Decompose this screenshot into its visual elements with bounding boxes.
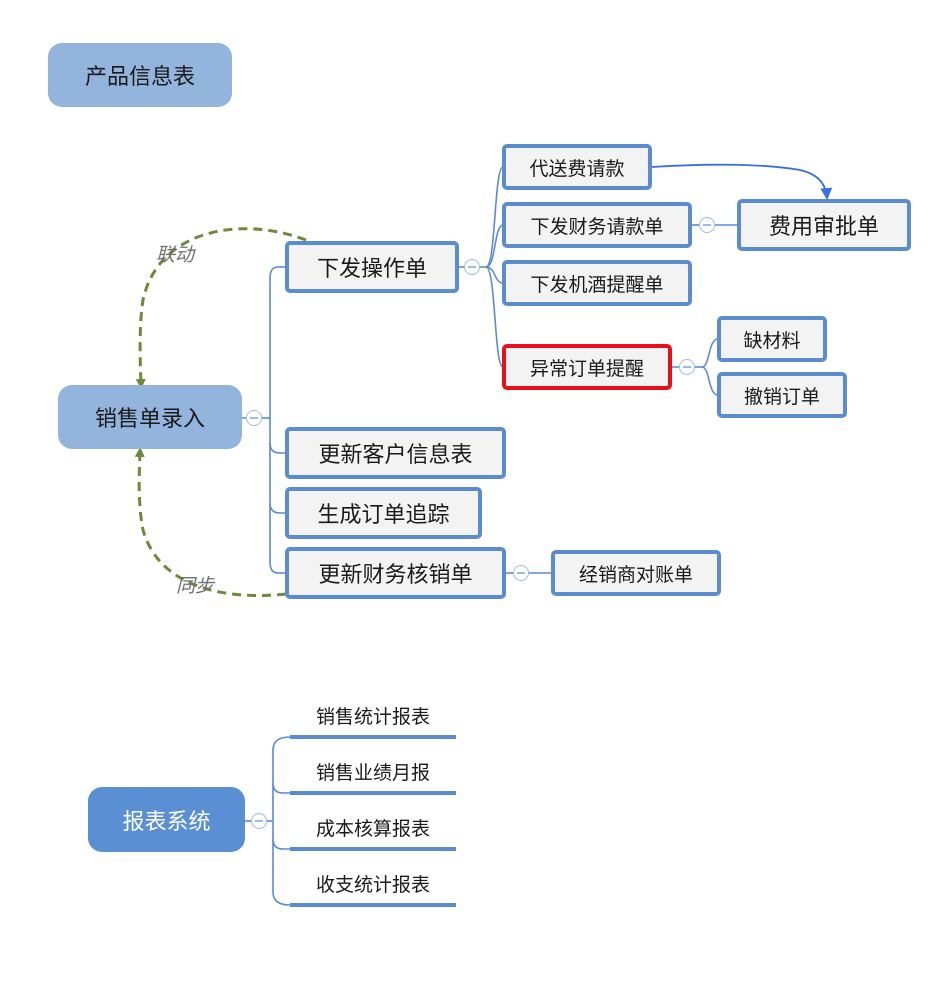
dispatch-order-node[interactable]: 下发操作单 — [285, 241, 459, 293]
report-income-underline — [290, 903, 456, 907]
report-sales-stats-underline — [290, 735, 456, 739]
abnormal-order-node[interactable]: 异常订单提醒 — [502, 344, 672, 390]
dispatch-finance-node[interactable]: 下发财务请款单 — [502, 202, 692, 248]
connector-abnormal-lack — [701, 338, 719, 368]
connector-abnormal-cancel — [701, 366, 719, 396]
update-finance-node[interactable]: 更新财务核销单 — [285, 547, 506, 599]
report-system-node[interactable]: 报表系统 — [88, 787, 245, 852]
collapse-dispatch-finance-icon[interactable] — [699, 217, 715, 233]
report-monthly-underline — [290, 791, 456, 795]
sync-label: 同步 — [176, 575, 215, 597]
sync-dashed-arrow — [134, 447, 287, 597]
dealer-statement-node[interactable]: 经销商对账单 — [551, 550, 721, 596]
collapse-abnormal-order-icon[interactable] — [679, 359, 695, 375]
connector-report-trunk — [272, 736, 291, 906]
sales-entry-connectors — [242, 166, 738, 906]
report-sales-stats-label[interactable]: 销售统计报表 — [315, 706, 430, 728]
delivery-fee-node[interactable]: 代送费请款 — [502, 144, 652, 190]
report-cost-underline — [290, 847, 456, 851]
report-income-label[interactable]: 收支统计报表 — [315, 874, 430, 896]
generate-tracking-node[interactable]: 生成订单追踪 — [285, 487, 482, 539]
linkage-dashed-arrow — [135, 227, 307, 389]
connector-to-customer — [269, 442, 286, 454]
report-cost-label[interactable]: 成本核算报表 — [315, 818, 430, 840]
relation-arrow-fee-approval — [651, 163, 833, 200]
lack-material-node[interactable]: 缺材料 — [717, 316, 827, 362]
collapse-update-finance-icon[interactable] — [513, 565, 529, 581]
collapse-report-system-icon[interactable] — [251, 813, 267, 829]
update-customer-node[interactable]: 更新客户信息表 — [285, 427, 506, 479]
connector-dispatch-wine — [485, 266, 504, 284]
collapse-dispatch-order-icon[interactable] — [464, 259, 480, 275]
sales-entry-node[interactable]: 销售单录入 — [58, 385, 242, 449]
report-monthly-label[interactable]: 销售业绩月报 — [315, 762, 430, 784]
expense-approval-node[interactable]: 费用审批单 — [737, 199, 911, 251]
connector-entry-trunk — [269, 266, 279, 574]
connector-to-tracking — [269, 502, 286, 514]
connector-report-monthly — [272, 782, 290, 794]
dispatch-wine-node[interactable]: 下发机酒提醒单 — [502, 260, 692, 306]
connector-dispatch-finance — [485, 224, 504, 268]
connector-dispatch-fee — [485, 166, 504, 268]
cancel-order-node[interactable]: 撤销订单 — [717, 372, 847, 418]
collapse-sales-entry-icon[interactable] — [246, 410, 262, 426]
linkage-label: 联动 — [156, 244, 195, 266]
product-info-node[interactable]: 产品信息表 — [48, 43, 232, 107]
connector-report-cost — [272, 838, 290, 850]
connector-dispatch-abnormal — [485, 266, 504, 368]
